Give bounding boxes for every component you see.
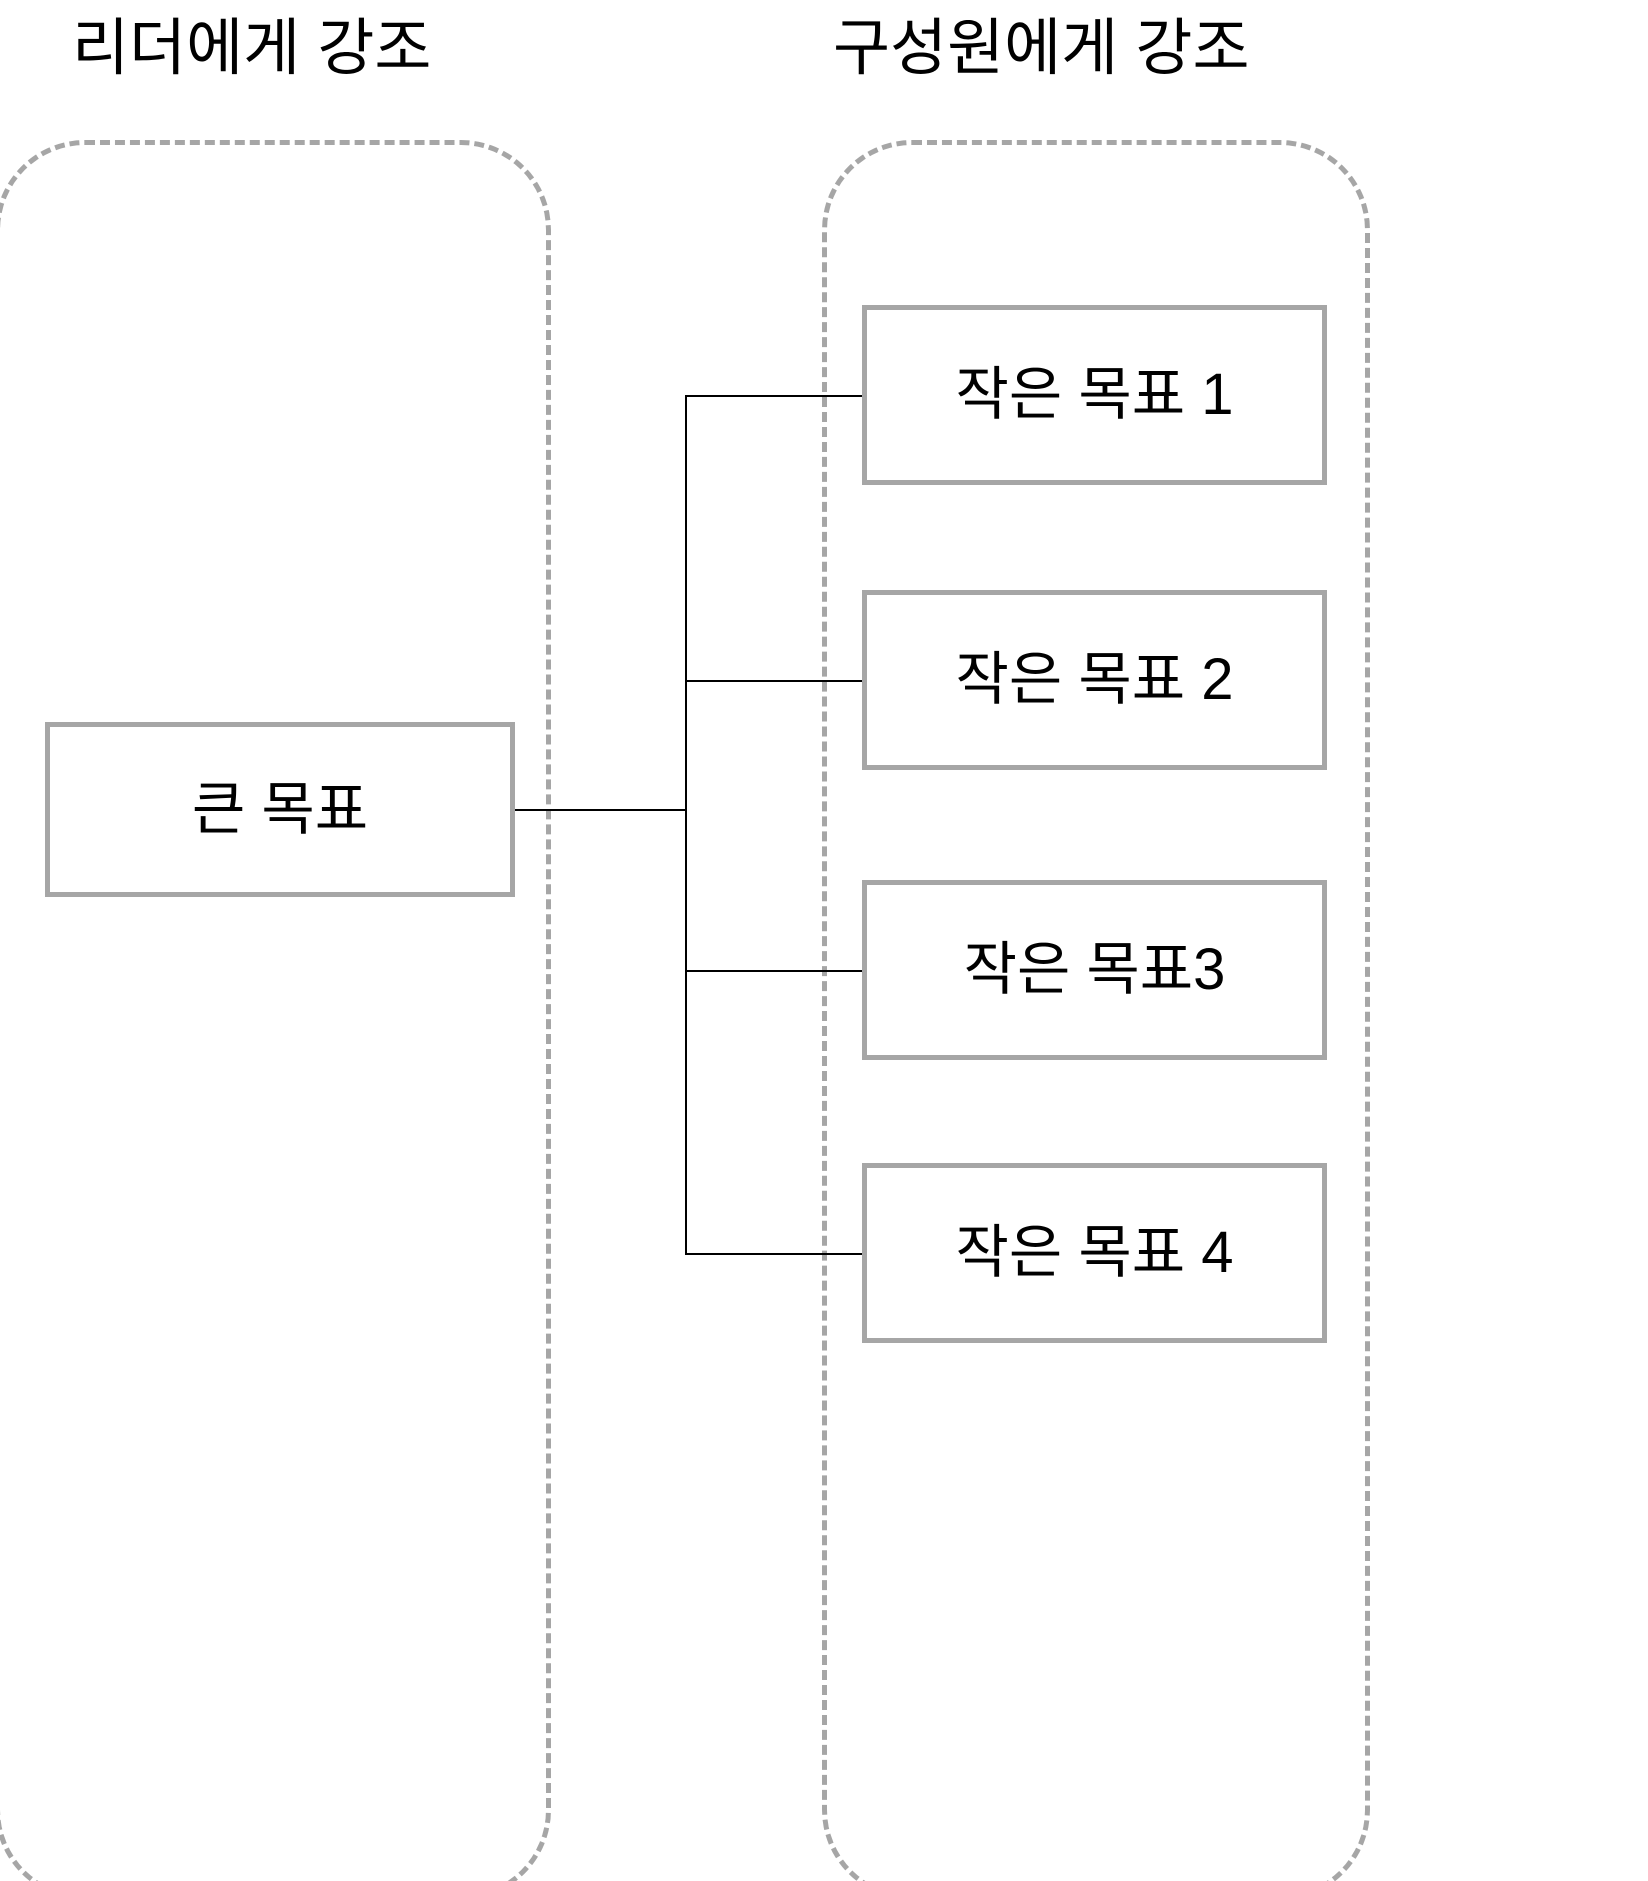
column-title-leader: 리더에게 강조: [72, 14, 432, 83]
connector-trunk-vertical: [685, 395, 687, 1254]
connector-branch-2: [685, 680, 863, 682]
connector-branch-4: [685, 1253, 863, 1255]
node-small-goal-1[interactable]: 작은 목표 1: [862, 305, 1327, 485]
connector-trunk-stub: [515, 809, 687, 811]
zone-members: [822, 140, 1370, 1881]
zone-leader: [0, 140, 551, 1881]
connector-branch-3: [685, 970, 863, 972]
column-title-members: 구성원에게 강조: [833, 14, 1250, 83]
connector-branch-1: [685, 395, 863, 397]
node-small-goal-3[interactable]: 작은 목표3: [862, 880, 1327, 1060]
node-big-goal[interactable]: 큰 목표: [45, 722, 515, 897]
node-small-goal-4[interactable]: 작은 목표 4: [862, 1163, 1327, 1343]
node-small-goal-2[interactable]: 작은 목표 2: [862, 590, 1327, 770]
